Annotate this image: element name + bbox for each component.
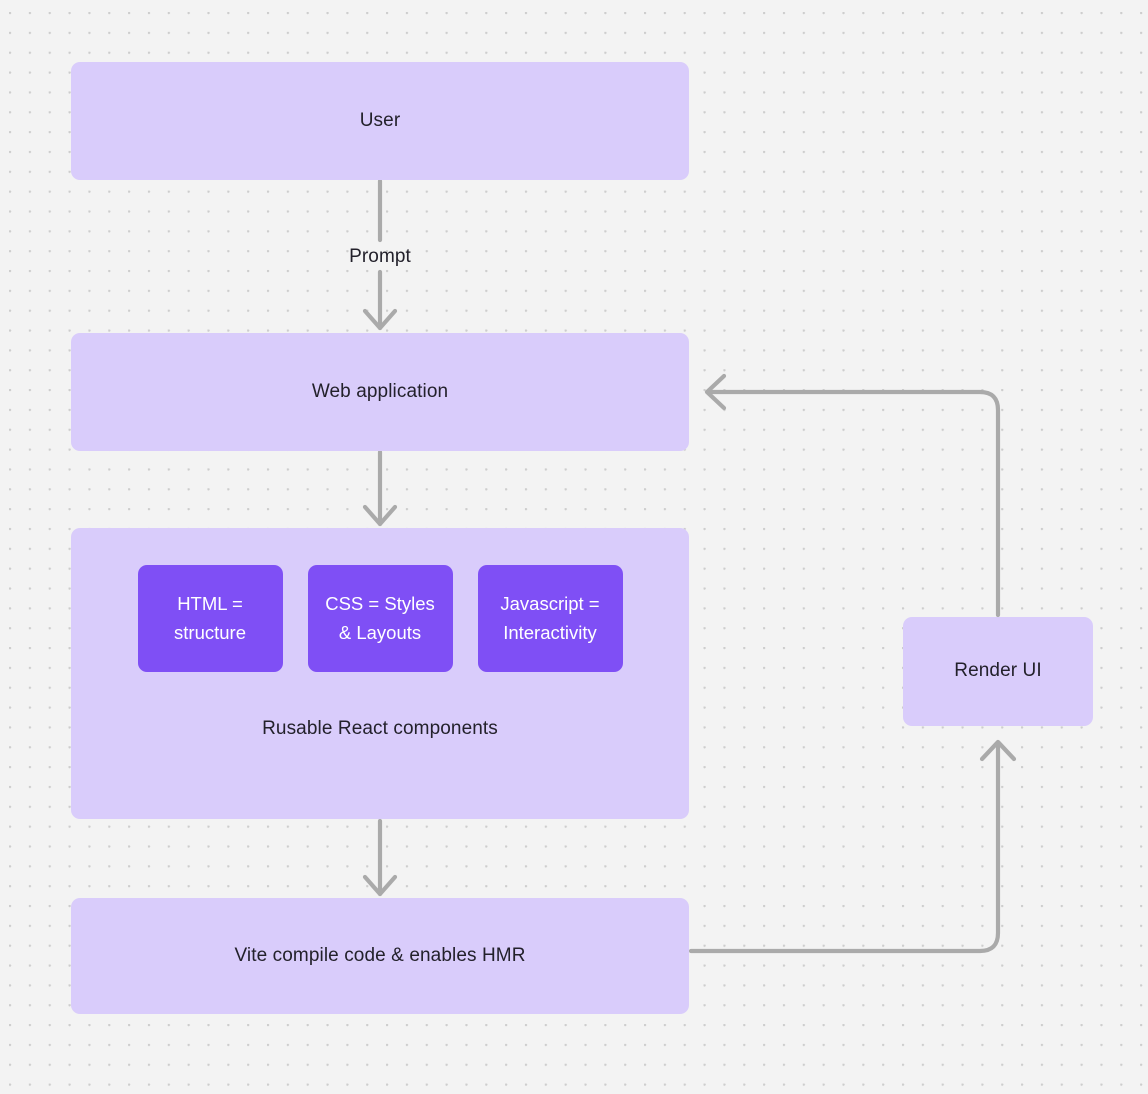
node-css-label: CSS = Styles & Layouts — [325, 592, 435, 643]
node-css[interactable]: CSS = Styles & Layouts — [307, 565, 453, 672]
node-user-label: User — [359, 109, 401, 131]
node-user[interactable]: User — [71, 62, 689, 180]
node-vite-label: Vite compile code & enables HMR — [234, 944, 526, 966]
node-reusable-react-components[interactable]: HTML = structure CSS = Styles & Layouts … — [71, 528, 689, 819]
node-components-caption: Rusable React components — [262, 718, 498, 739]
inner-node-row: HTML = structure CSS = Styles & Layouts … — [71, 565, 689, 672]
edge-render-to-webapp — [704, 373, 1001, 618]
node-javascript[interactable]: Javascript = Interactivity — [477, 565, 623, 672]
node-javascript-label: Javascript = Interactivity — [500, 592, 600, 643]
node-vite[interactable]: Vite compile code & enables HMR — [71, 898, 689, 1014]
node-render-ui[interactable]: Render UI — [903, 617, 1093, 726]
edge-label-prompt: Prompt — [349, 246, 411, 267]
edge-vite-to-render — [688, 739, 1017, 954]
edge-webapp-to-components — [362, 449, 398, 527]
node-html-label: HTML = structure — [174, 592, 246, 643]
node-html[interactable]: HTML = structure — [137, 565, 283, 672]
node-render-ui-label: Render UI — [954, 660, 1042, 682]
edge-components-to-vite — [362, 818, 398, 897]
node-web-application-label: Web application — [311, 380, 449, 402]
node-web-application[interactable]: Web application — [71, 333, 689, 451]
